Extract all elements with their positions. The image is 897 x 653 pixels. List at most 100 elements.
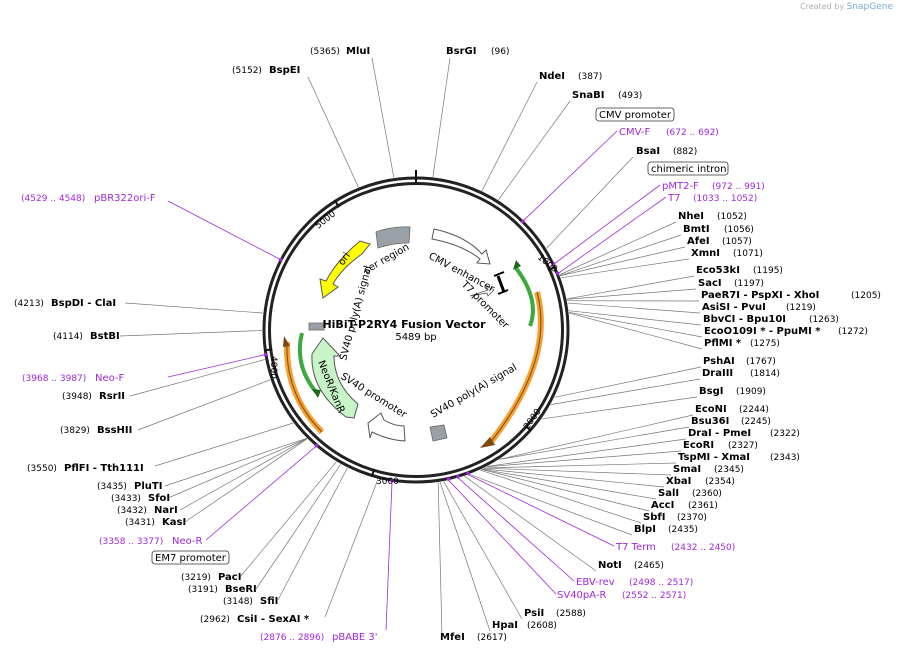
site-csii[interactable]: (2962)CsiI - SexAI *: [200, 614, 310, 625]
primer-pmt2f[interactable]: pMT2-F(972 .. 991): [662, 181, 765, 192]
site-bseri[interactable]: (3191)BseRI: [188, 584, 257, 595]
svg-text:BlpI: BlpI: [634, 524, 656, 535]
svg-text:BsaI: BsaI: [636, 146, 660, 157]
site-kasi[interactable]: (3431)KasI: [125, 517, 186, 528]
site-paci[interactable]: (3219)PacI: [181, 572, 241, 583]
site-pflfi[interactable]: (3550)PflFI - Tth111I: [27, 463, 144, 474]
svg-text:SbfI: SbfI: [643, 512, 665, 523]
site-pshai[interactable]: PshAI(1767): [703, 356, 776, 367]
svg-text:(1071): (1071): [733, 249, 763, 259]
svg-text:AsiSI - PvuI: AsiSI - PvuI: [702, 302, 766, 313]
primer-binding-mark: [551, 262, 556, 266]
primer-binding-mark: [278, 257, 283, 262]
svg-text:PacI: PacI: [218, 572, 241, 583]
site-ecori[interactable]: EcoRI(2327): [683, 440, 758, 451]
svg-text:(1814): (1814): [750, 369, 780, 379]
svg-text:pMT2-F: pMT2-F: [662, 181, 699, 192]
site-pluti[interactable]: (3435)PluTI: [97, 481, 162, 492]
site-bsshii[interactable]: (3829)BssHII: [60, 425, 132, 436]
svg-text:(1272): (1272): [838, 327, 868, 337]
site-sbfi[interactable]: SbfI (2370): [643, 512, 707, 523]
site-smai[interactable]: SmaI(2345): [673, 464, 744, 475]
site-nari[interactable]: (3432)NarI: [117, 505, 178, 516]
primer-cmvf[interactable]: CMV-F(672 .. 692): [619, 127, 719, 138]
site-acci[interactable]: AccI(2361): [651, 500, 718, 511]
snapgene-brand: SnapGene: [846, 2, 893, 12]
site-bspei[interactable]: (5152)BspEI: [232, 65, 300, 76]
svg-text:XmnI: XmnI: [691, 248, 720, 259]
primer-binding-mark: [446, 477, 451, 481]
site-mfei[interactable]: MfeI(2617): [440, 632, 507, 643]
site-paer7i[interactable]: PaeR7I - PspXI - XhoI(1205): [701, 290, 881, 301]
site-econi[interactable]: EcoNI(2244): [695, 404, 769, 415]
primer-pbabe3[interactable]: (2876 .. 2896)pBABE 3': [260, 632, 378, 643]
sv40-promoter-arrow[interactable]: [367, 412, 406, 442]
site-sfoi[interactable]: (3433)SfoI: [111, 493, 170, 504]
site-snabi[interactable]: SnaBI(493): [572, 90, 642, 101]
site-hpai[interactable]: HpaI(2608): [492, 620, 557, 631]
site-sali[interactable]: SalI(2360): [658, 488, 722, 499]
site-bsrgi[interactable]: BsrGI(96): [446, 46, 509, 57]
sv40-polya-right-label: SV40 poly(A) signal: [429, 362, 519, 420]
tick-mark: [264, 348, 273, 352]
site-asisi[interactable]: AsiSI - PvuI(1219): [702, 302, 816, 313]
svg-text:(2361): (2361): [688, 501, 718, 511]
site-nhei[interactable]: NheI(1052): [678, 211, 747, 222]
cmv-enhancer-arrow[interactable]: [431, 228, 491, 265]
svg-text:(2588): (2588): [556, 609, 586, 619]
primer-ebvrev[interactable]: EBV-rev(2498 .. 2517): [576, 577, 693, 588]
svg-text:TspMI - XmaI: TspMI - XmaI: [678, 452, 750, 463]
site-rsrii[interactable]: (3948)RsrII: [62, 391, 125, 402]
site-mlui[interactable]: (5365)MluI: [310, 46, 370, 57]
svg-text:PluTI: PluTI: [134, 481, 162, 492]
site-bmti[interactable]: BmtI(1056): [683, 224, 754, 235]
svg-text:(2343): (2343): [770, 453, 800, 463]
site-leader-line: [566, 275, 695, 300]
primer-neor[interactable]: (3358 .. 3377)Neo-R: [99, 536, 203, 547]
site-bspdi[interactable]: (4213)BspDI - ClaI: [14, 298, 116, 309]
site-bsgi[interactable]: BsgI(1909): [699, 386, 766, 397]
primer-pbr322[interactable]: (4529 .. 4548)pBR322ori-F: [21, 193, 156, 204]
cer-region-box[interactable]: [375, 226, 411, 249]
svg-text:(1195): (1195): [753, 266, 783, 276]
site-noti[interactable]: NotI(2465): [598, 560, 664, 571]
site-drai[interactable]: DraI - PmeI(2322): [688, 428, 800, 439]
site-bbvci[interactable]: BbvCI - Bpu10I(1263): [703, 314, 839, 325]
site-afei[interactable]: AfeI(1057): [687, 236, 752, 247]
site-leader-line: [554, 366, 702, 398]
site-xbai[interactable]: XbaI(2354): [666, 476, 735, 487]
primer-sv40par[interactable]: SV40pA-R(2552 .. 2571): [557, 590, 686, 601]
site-bsu36i[interactable]: Bsu36I(2245): [691, 416, 771, 427]
site-leader-line: [371, 57, 395, 178]
neo-kan-arrow[interactable]: [311, 337, 359, 419]
primer-t7term[interactable]: T7 Term(2432 .. 2450): [615, 542, 735, 553]
t7-promoter-arrow: [469, 285, 495, 297]
sv40-polya-box-left[interactable]: [308, 322, 325, 331]
site-bstbi[interactable]: (4114)BstBI: [53, 331, 120, 342]
svg-text:(2370): (2370): [677, 513, 707, 523]
primer-t7[interactable]: T7(1033 .. 1052): [667, 193, 757, 204]
site-pflmi[interactable]: PflMI *(1275): [704, 338, 780, 349]
site-leader-line: [464, 475, 597, 572]
site-sfii[interactable]: (3148)SfiI: [223, 596, 278, 607]
site-ndei[interactable]: NdeI(387): [539, 71, 602, 82]
site-psii[interactable]: PsiI(2588): [524, 608, 586, 619]
em7-promoter-label-box: EM7 promoter: [151, 550, 230, 565]
site-bsai[interactable]: BsaI(882): [636, 146, 697, 157]
svg-text:SfoI: SfoI: [148, 493, 170, 504]
site-xmni[interactable]: XmnI (1071): [691, 248, 763, 259]
site-blpi[interactable]: BlpI(2435): [634, 524, 698, 535]
primer-neof[interactable]: (3968 .. 3987)Neo-F: [22, 373, 125, 384]
tick-mark: [333, 199, 340, 208]
tick-4000: 4000: [268, 356, 278, 379]
site-saci[interactable]: SacI(1197): [698, 278, 764, 289]
svg-text:(1909): (1909): [736, 387, 766, 397]
site-ecoo109i[interactable]: EcoO109I * - PpuMI *(1272): [704, 326, 868, 337]
svg-text:(96): (96): [491, 47, 509, 57]
site-draiii[interactable]: DraIII(1814): [702, 368, 780, 379]
site-tspmi[interactable]: TspMI - XmaI (2343): [678, 452, 800, 463]
sv40-polya-box-right[interactable]: [429, 424, 448, 442]
svg-text:BmtI: BmtI: [683, 224, 710, 235]
ori-arrow[interactable]: [319, 240, 371, 299]
site-eco53ki[interactable]: Eco53kI(1195): [696, 265, 783, 276]
